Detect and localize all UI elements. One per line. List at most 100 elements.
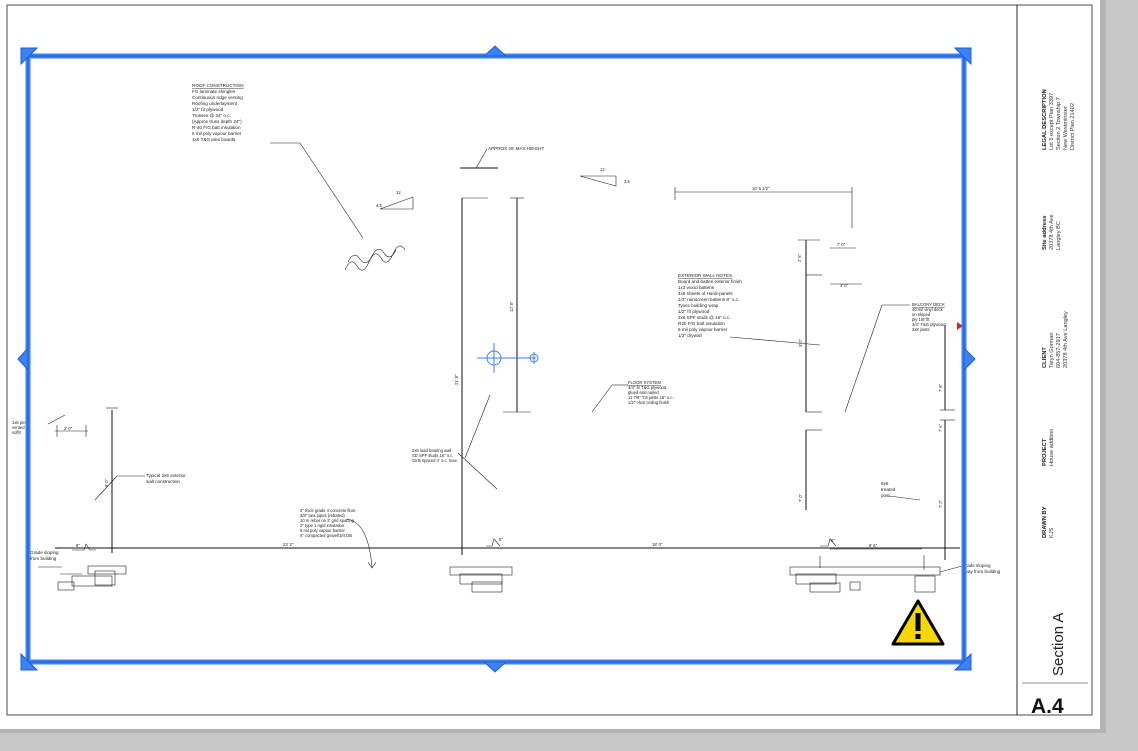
- legal-heading: LEGAL DESCRIPTION: [1042, 89, 1048, 150]
- roof-note-line: R-40 F/G batt insulation: [192, 125, 241, 130]
- site-line: 20378 4th Ave: [1049, 214, 1055, 250]
- project-heading: PROJECT: [1042, 438, 1048, 466]
- roof-note-line: Continuous ridge venting: [192, 95, 243, 100]
- balcony-note-line: 2x8 joists: [912, 327, 929, 332]
- section-linework: [38, 142, 963, 593]
- soffit-line: soffit: [12, 430, 22, 435]
- dimension-label: 7' 0": [837, 242, 846, 247]
- typical-wall-line: wall construction: [146, 479, 180, 484]
- resize-handle-right[interactable]: [963, 346, 976, 372]
- balcony-deck-note: BALCONY DECK 40 mil vinyl deck on sloped…: [912, 302, 946, 332]
- post-line: post: [881, 493, 890, 498]
- drawing-border: [6, 4, 1018, 716]
- dimension-label: 7' 2": [938, 499, 943, 508]
- slab-line: 10 m rebar on 2' grid spacing: [300, 518, 355, 523]
- legal-line: District Plan 21402: [1070, 103, 1076, 150]
- site-heading: Site address: [1042, 216, 1048, 250]
- balcony-note-heading: BALCONY DECK: [912, 302, 945, 307]
- drawn-by-line: KJS: [1049, 527, 1055, 538]
- pitch-run-label: 3.5: [624, 179, 630, 184]
- slab-line: 6 mil poly vapour barrier: [300, 528, 346, 533]
- pitch-rise-label: 12: [396, 190, 401, 195]
- roof-note-line: 6 mil poly vapour barrier: [192, 131, 242, 136]
- roof-note-line: (Approx truss depth 24"): [192, 119, 242, 124]
- soffit-line: vented: [12, 425, 25, 430]
- legal-description-block: LEGAL DESCRIPTION Lot 5 except Plan 3397…: [1042, 89, 1076, 150]
- title-block: LEGAL DESCRIPTION Lot 5 except Plan 3397…: [1031, 89, 1076, 718]
- site-line: Langley BC: [1056, 221, 1062, 250]
- drawing-sheet: ROOF CONSTRUCTION FG laminate shingles C…: [0, 0, 1100, 729]
- floor-note-line: glued and nailed: [628, 390, 659, 395]
- drawn-by-block: DRAWN BY KJS: [1042, 506, 1055, 538]
- resize-handle-bottom[interactable]: [482, 661, 508, 673]
- dimension-label: 2' 0": [64, 426, 73, 431]
- warning-icon[interactable]: [891, 599, 945, 646]
- level-label: 8": [831, 538, 835, 543]
- typical-wall-line: Typical 2x6 exterior: [146, 473, 186, 478]
- legal-line: New Westminster: [1063, 106, 1069, 150]
- resize-handle-left[interactable]: [17, 346, 29, 372]
- client-block: CLIENT Taryn Gorman 604-857-2917 20378 4…: [1042, 311, 1069, 368]
- slab-line: 4" compacted gravel/3/4 DB: [300, 533, 352, 538]
- span-dimension: 23' 2": [283, 542, 294, 547]
- dimension-label: 2' 6": [797, 253, 802, 262]
- span-dimension: 8' 6": [869, 543, 878, 548]
- resize-handle-top-left[interactable]: [20, 47, 39, 66]
- client-line: Taryn Gorman: [1049, 333, 1055, 368]
- roof-note-line: 1/2" fir plywood: [192, 107, 224, 112]
- roof-note-heading: ROOF CONSTRUCTION: [192, 83, 244, 88]
- dimension-label: 3' 0": [798, 338, 803, 347]
- roof-note-line: Roofing underlayment: [192, 101, 238, 106]
- grade-right-line: away from building: [962, 569, 1001, 574]
- floor-note-line: 3/4" fir T&G plywood: [628, 385, 667, 390]
- bearing-wall-line: 2x6 load bearing wall: [412, 448, 451, 453]
- site-address-block: Site address 20378 4th Ave Langley BC: [1042, 214, 1062, 250]
- floor-system-note: FLOOR SYSTEM 3/4" fir T&G plywood glued …: [628, 380, 674, 405]
- crosshair-target-icon[interactable]: [477, 343, 539, 373]
- dimension-label: 21' 8": [454, 374, 459, 385]
- client-heading: CLIENT: [1042, 347, 1048, 368]
- grade-left-line: from building: [30, 556, 57, 561]
- legal-line: Lot 5 except Plan 3397: [1049, 93, 1055, 150]
- span-dimension: 18' 0": [652, 542, 663, 547]
- dimension-label: 7' 0": [798, 493, 803, 502]
- grade-right-line: Grade sloping: [962, 563, 991, 568]
- red-marker-icon: [957, 322, 963, 330]
- wall-note-line: 1/2" fir plywood: [678, 309, 710, 314]
- wall-note-line: Board and batten exterior finish: [678, 279, 742, 284]
- grade-left-line: Grade sloping: [30, 550, 59, 555]
- dimension-label: 12' 8": [509, 301, 514, 312]
- project-block: PROJECT House addition: [1042, 429, 1055, 466]
- page-shadow-right: [1100, 0, 1106, 729]
- roof-note-line: FG laminate shingles: [192, 89, 236, 94]
- level-label: 8": [499, 537, 503, 542]
- wall-note-line: 2x6 SPF studs @ 16" o.c.: [678, 315, 731, 320]
- wall-note-heading: EXTERIOR WALL NOTES: [678, 273, 732, 278]
- resize-handle-top-right[interactable]: [953, 47, 972, 66]
- resize-handle-bottom-right[interactable]: [953, 652, 972, 671]
- balcony-note-line: 40 mil vinyl deck: [912, 307, 944, 312]
- resize-handle-bottom-left[interactable]: [20, 652, 39, 671]
- soffit-line: 1x6 pine: [12, 420, 29, 425]
- grade-right-note: Grade sloping away from building: [962, 563, 1001, 574]
- wall-note-line: 1/2" drywall: [678, 333, 702, 338]
- soffit-note: 1x6 pine vented soffit: [12, 420, 29, 435]
- roof-construction-note: ROOF CONSTRUCTION FG laminate shingles C…: [192, 83, 244, 142]
- dimension-label: 7' 6": [938, 423, 943, 432]
- section-drawing: ROOF CONSTRUCTION FG laminate shingles C…: [6, 4, 1093, 718]
- bearing-wall-line: SD SPF studs 16" o.c.: [412, 453, 454, 458]
- batt-insulation-symbol: [344, 245, 406, 271]
- legal-line: Section 2 Township 7: [1056, 97, 1062, 150]
- bearing-wall-line: Girts spaced 4' o.c. max: [412, 458, 458, 463]
- typical-wall-note: Typical 2x6 exterior wall construction: [146, 473, 186, 484]
- wall-note-line: 6 mil poly vapour barrier: [678, 327, 728, 332]
- project-line: House addition: [1049, 429, 1055, 466]
- resize-handle-top[interactable]: [482, 45, 508, 57]
- post-note: 6x6 treated post: [881, 481, 896, 498]
- balcony-note-line: ply 1/8"/ft: [912, 317, 930, 322]
- roof-note-line: 1x6 T&G pine boards: [192, 137, 236, 142]
- exterior-wall-note: EXTERIOR WALL NOTES Board and batten ext…: [678, 273, 742, 338]
- post-line: 6x6: [881, 481, 889, 486]
- floor-note-line: 1/2" t-bar ceiling finish: [628, 400, 670, 405]
- wall-note-line: 4x8 sheets of Hardi-panels: [678, 291, 733, 296]
